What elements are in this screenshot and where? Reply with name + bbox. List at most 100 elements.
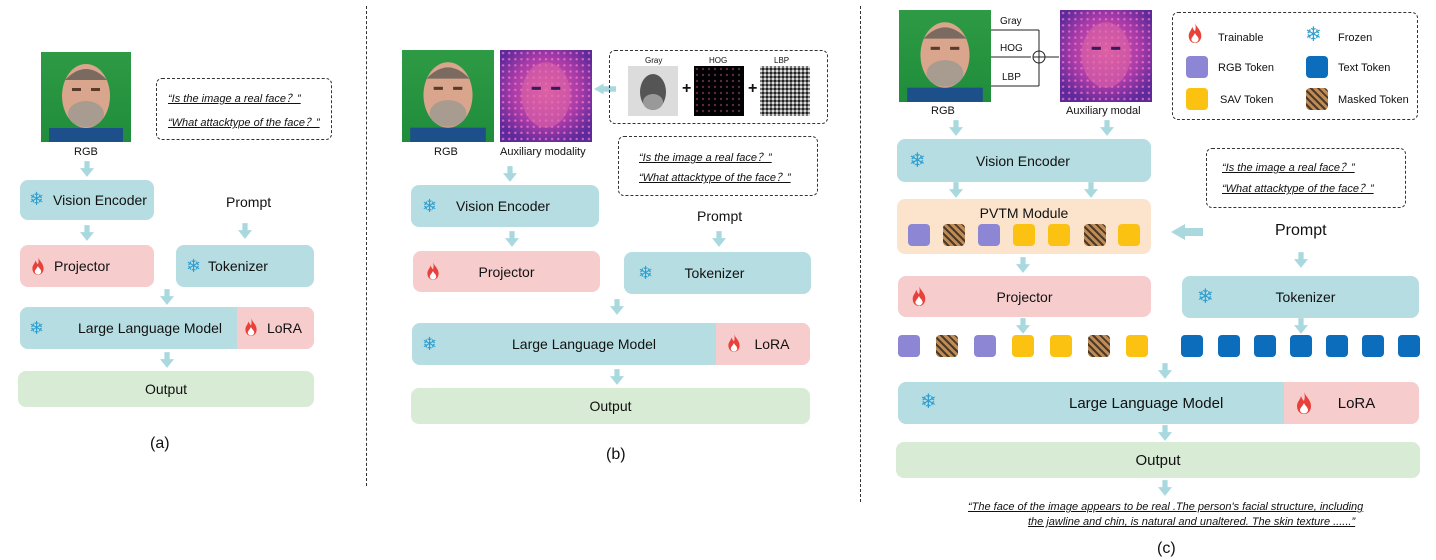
flame-icon [726, 333, 742, 353]
arrow-down-icon [160, 289, 174, 305]
vision-encoder: ❄ Vision Encoder [20, 180, 154, 220]
rgb-token [978, 224, 1000, 246]
masked-token [943, 224, 965, 246]
snowflake-icon: ❄ [1197, 286, 1214, 308]
arrow-down-icon [160, 352, 174, 368]
tokenizer: ❄ Tokenizer [624, 252, 811, 294]
masked-token [1088, 335, 1110, 357]
arrow-down-icon [1158, 363, 1172, 379]
hog-label: HOG [1000, 43, 1023, 54]
arrow-down-icon [503, 166, 517, 182]
lbp-label: LBP [774, 56, 790, 65]
feature-fusion-lines [991, 29, 1059, 87]
snowflake-icon: ❄ [422, 196, 438, 216]
snowflake-icon: ❄ [186, 256, 202, 276]
flame-icon [425, 261, 441, 281]
gray-image [628, 66, 678, 116]
legend-box [1172, 12, 1418, 120]
flame-icon [1186, 22, 1204, 44]
projector: Projector [898, 276, 1151, 317]
legend-rgb-token-swatch [1186, 56, 1208, 78]
plus-sign: + [748, 80, 758, 97]
arrow-down-icon [1016, 257, 1030, 273]
arrow-down-icon [1016, 318, 1030, 334]
rgb-face-image [402, 50, 494, 142]
rgb-token [898, 335, 920, 357]
arrow-down-icon [610, 369, 624, 385]
text-token [1218, 335, 1240, 357]
arrow-down-icon [1294, 251, 1308, 269]
gray-label: Gray [1000, 16, 1022, 27]
legend-text-token-swatch [1306, 56, 1328, 78]
question-1: “Is the image a real face？” [168, 93, 301, 105]
arrow-down-icon [949, 120, 963, 136]
hog-image [694, 66, 744, 116]
question-1: “Is the image a real face？” [1222, 162, 1355, 174]
rgb-face-image [40, 52, 132, 142]
arrow-down-icon [1294, 318, 1308, 334]
text-token [1398, 335, 1420, 357]
text-token [1326, 335, 1348, 357]
arrow-down-icon [505, 231, 519, 247]
caption-a: (a) [150, 435, 170, 452]
rgb-label: RGB [434, 146, 458, 158]
text-token [1181, 335, 1203, 357]
divider-b-c [860, 6, 861, 502]
rgb-label: RGB [74, 146, 98, 158]
sav-token [1013, 224, 1035, 246]
flame-icon [30, 256, 46, 276]
masked-token [936, 335, 958, 357]
tokenizer: ❄ Tokenizer [176, 245, 314, 287]
flame-icon [1294, 391, 1314, 415]
gray-label: Gray [645, 56, 663, 65]
question-2: “What attacktype of the face？” [639, 172, 791, 184]
arrow-down-icon [610, 299, 624, 315]
output: Output [411, 388, 810, 424]
hog-label: HOG [709, 56, 728, 65]
output: Output [896, 442, 1420, 478]
arrow-down-icon [80, 161, 94, 177]
plus-sign: + [682, 80, 692, 97]
legend-frozen: Frozen [1338, 32, 1373, 44]
snowflake-icon: ❄ [909, 150, 926, 172]
legend-masked-token-swatch [1306, 88, 1328, 110]
sav-token [1118, 224, 1140, 246]
sav-token [1048, 224, 1070, 246]
snowflake-icon: ❄ [29, 318, 45, 338]
arrow-down-icon [1158, 480, 1172, 496]
aux-label: Auxiliary modality [500, 146, 586, 158]
arrow-down-icon [949, 182, 963, 198]
prompt-questions-box [618, 136, 818, 196]
vision-encoder: ❄ Vision Encoder [411, 185, 599, 227]
vision-encoder: ❄ Vision Encoder [897, 139, 1151, 182]
legend-text-token: Text Token [1338, 62, 1391, 74]
answer-line-1: “The face of the image appears to be rea… [968, 501, 1364, 513]
snowflake-icon: ❄ [638, 263, 654, 283]
masked-token [1084, 224, 1106, 246]
lora: LoRA [716, 323, 810, 365]
tokenizer: ❄ Tokenizer [1182, 276, 1419, 318]
arrow-down-icon [1100, 120, 1114, 136]
arrow-down-icon [1084, 182, 1098, 198]
legend-masked-token: Masked Token [1338, 94, 1409, 106]
text-token [1362, 335, 1384, 357]
lora: LoRA [237, 307, 314, 349]
arrow-down-icon [238, 223, 252, 239]
snowflake-icon: ❄ [29, 189, 45, 209]
projector: Projector [413, 251, 600, 292]
legend-sav-token-swatch [1186, 88, 1208, 110]
prompt-label: Prompt [697, 208, 743, 224]
legend-rgb-token: RGB Token [1218, 62, 1275, 74]
rgb-label: RGB [931, 105, 955, 117]
rgb-face-image [899, 10, 991, 102]
caption-c: (c) [1157, 540, 1176, 557]
prompt-label: Prompt [226, 194, 272, 210]
prompt-questions-box [156, 78, 332, 140]
output: Output [18, 371, 314, 407]
question-2: “What attacktype of the face？” [1222, 183, 1374, 195]
prompt-questions-box [1206, 148, 1406, 208]
lbp-image [760, 66, 810, 116]
projector: Projector [20, 245, 154, 287]
sav-token [1012, 335, 1034, 357]
prompt-label: Prompt [1275, 222, 1327, 239]
